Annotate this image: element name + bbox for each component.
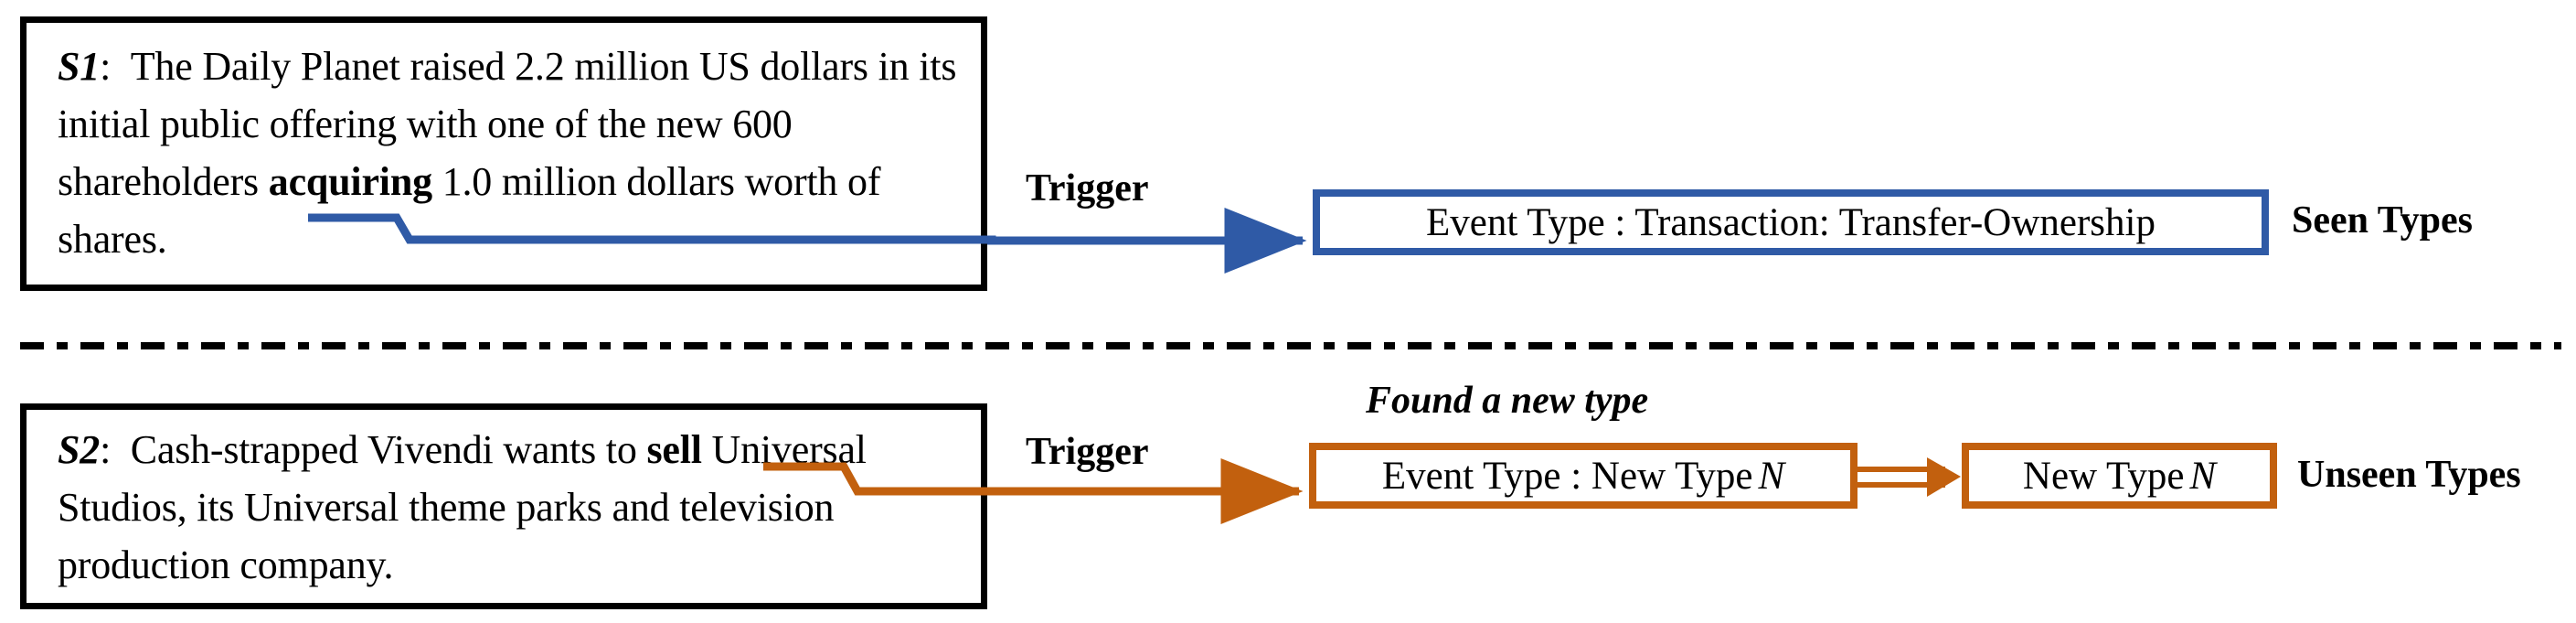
sentence-label-s2: S2 — [58, 427, 101, 472]
new-type-text: New Type — [2022, 454, 2185, 498]
sentence-part1-s2: Cash-strapped Vivendi wants to — [130, 427, 647, 472]
sentence-box-s1: S1: The Daily Planet raised 2.2 million … — [20, 16, 987, 291]
unseen-types-row-label: Unseen Types — [2297, 454, 2521, 496]
sentence-part1-s1: The Daily Planet raised 2.2 million US d… — [58, 44, 957, 204]
sentence-label-s1: S1 — [58, 44, 101, 89]
seen-event-type-box: Event Type : Transaction: Transfer-Owner… — [1313, 189, 2269, 255]
seen-event-type-text: Event Type : Transaction: Transfer-Owner… — [1426, 200, 2156, 244]
unseen-event-type-symbol: N — [1758, 454, 1785, 498]
sentence-box-s2: S2: Cash-strapped Vivendi wants to sell … — [20, 403, 987, 609]
trigger-label-seen: Trigger — [1026, 167, 1149, 209]
new-type-symbol: N — [2189, 454, 2217, 498]
new-type-double-arrow — [1857, 457, 1961, 497]
trigger-word-acquiring: acquiring — [268, 159, 432, 204]
trigger-word-sell: sell — [646, 427, 702, 472]
trigger-label-unseen: Trigger — [1026, 431, 1149, 473]
found-new-type-label: Found a new type — [1366, 380, 1649, 422]
unseen-event-type-text: Event Type : New Type — [1381, 454, 1753, 498]
sentence-text-s1: S1: The Daily Planet raised 2.2 million … — [58, 38, 963, 268]
sentence-part2-s1: 1.0 million dollars worth of shares. — [58, 159, 881, 262]
seen-types-row-label: Seen Types — [2292, 199, 2473, 242]
sentence-colon-s1: : — [100, 44, 112, 89]
section-divider — [20, 342, 2561, 349]
sentence-colon-s2: : — [100, 427, 112, 472]
sentence-text-s2: S2: Cash-strapped Vivendi wants to sell … — [58, 421, 963, 594]
sentence-part2-s2: Universal Studios, its Universal theme p… — [58, 427, 867, 587]
